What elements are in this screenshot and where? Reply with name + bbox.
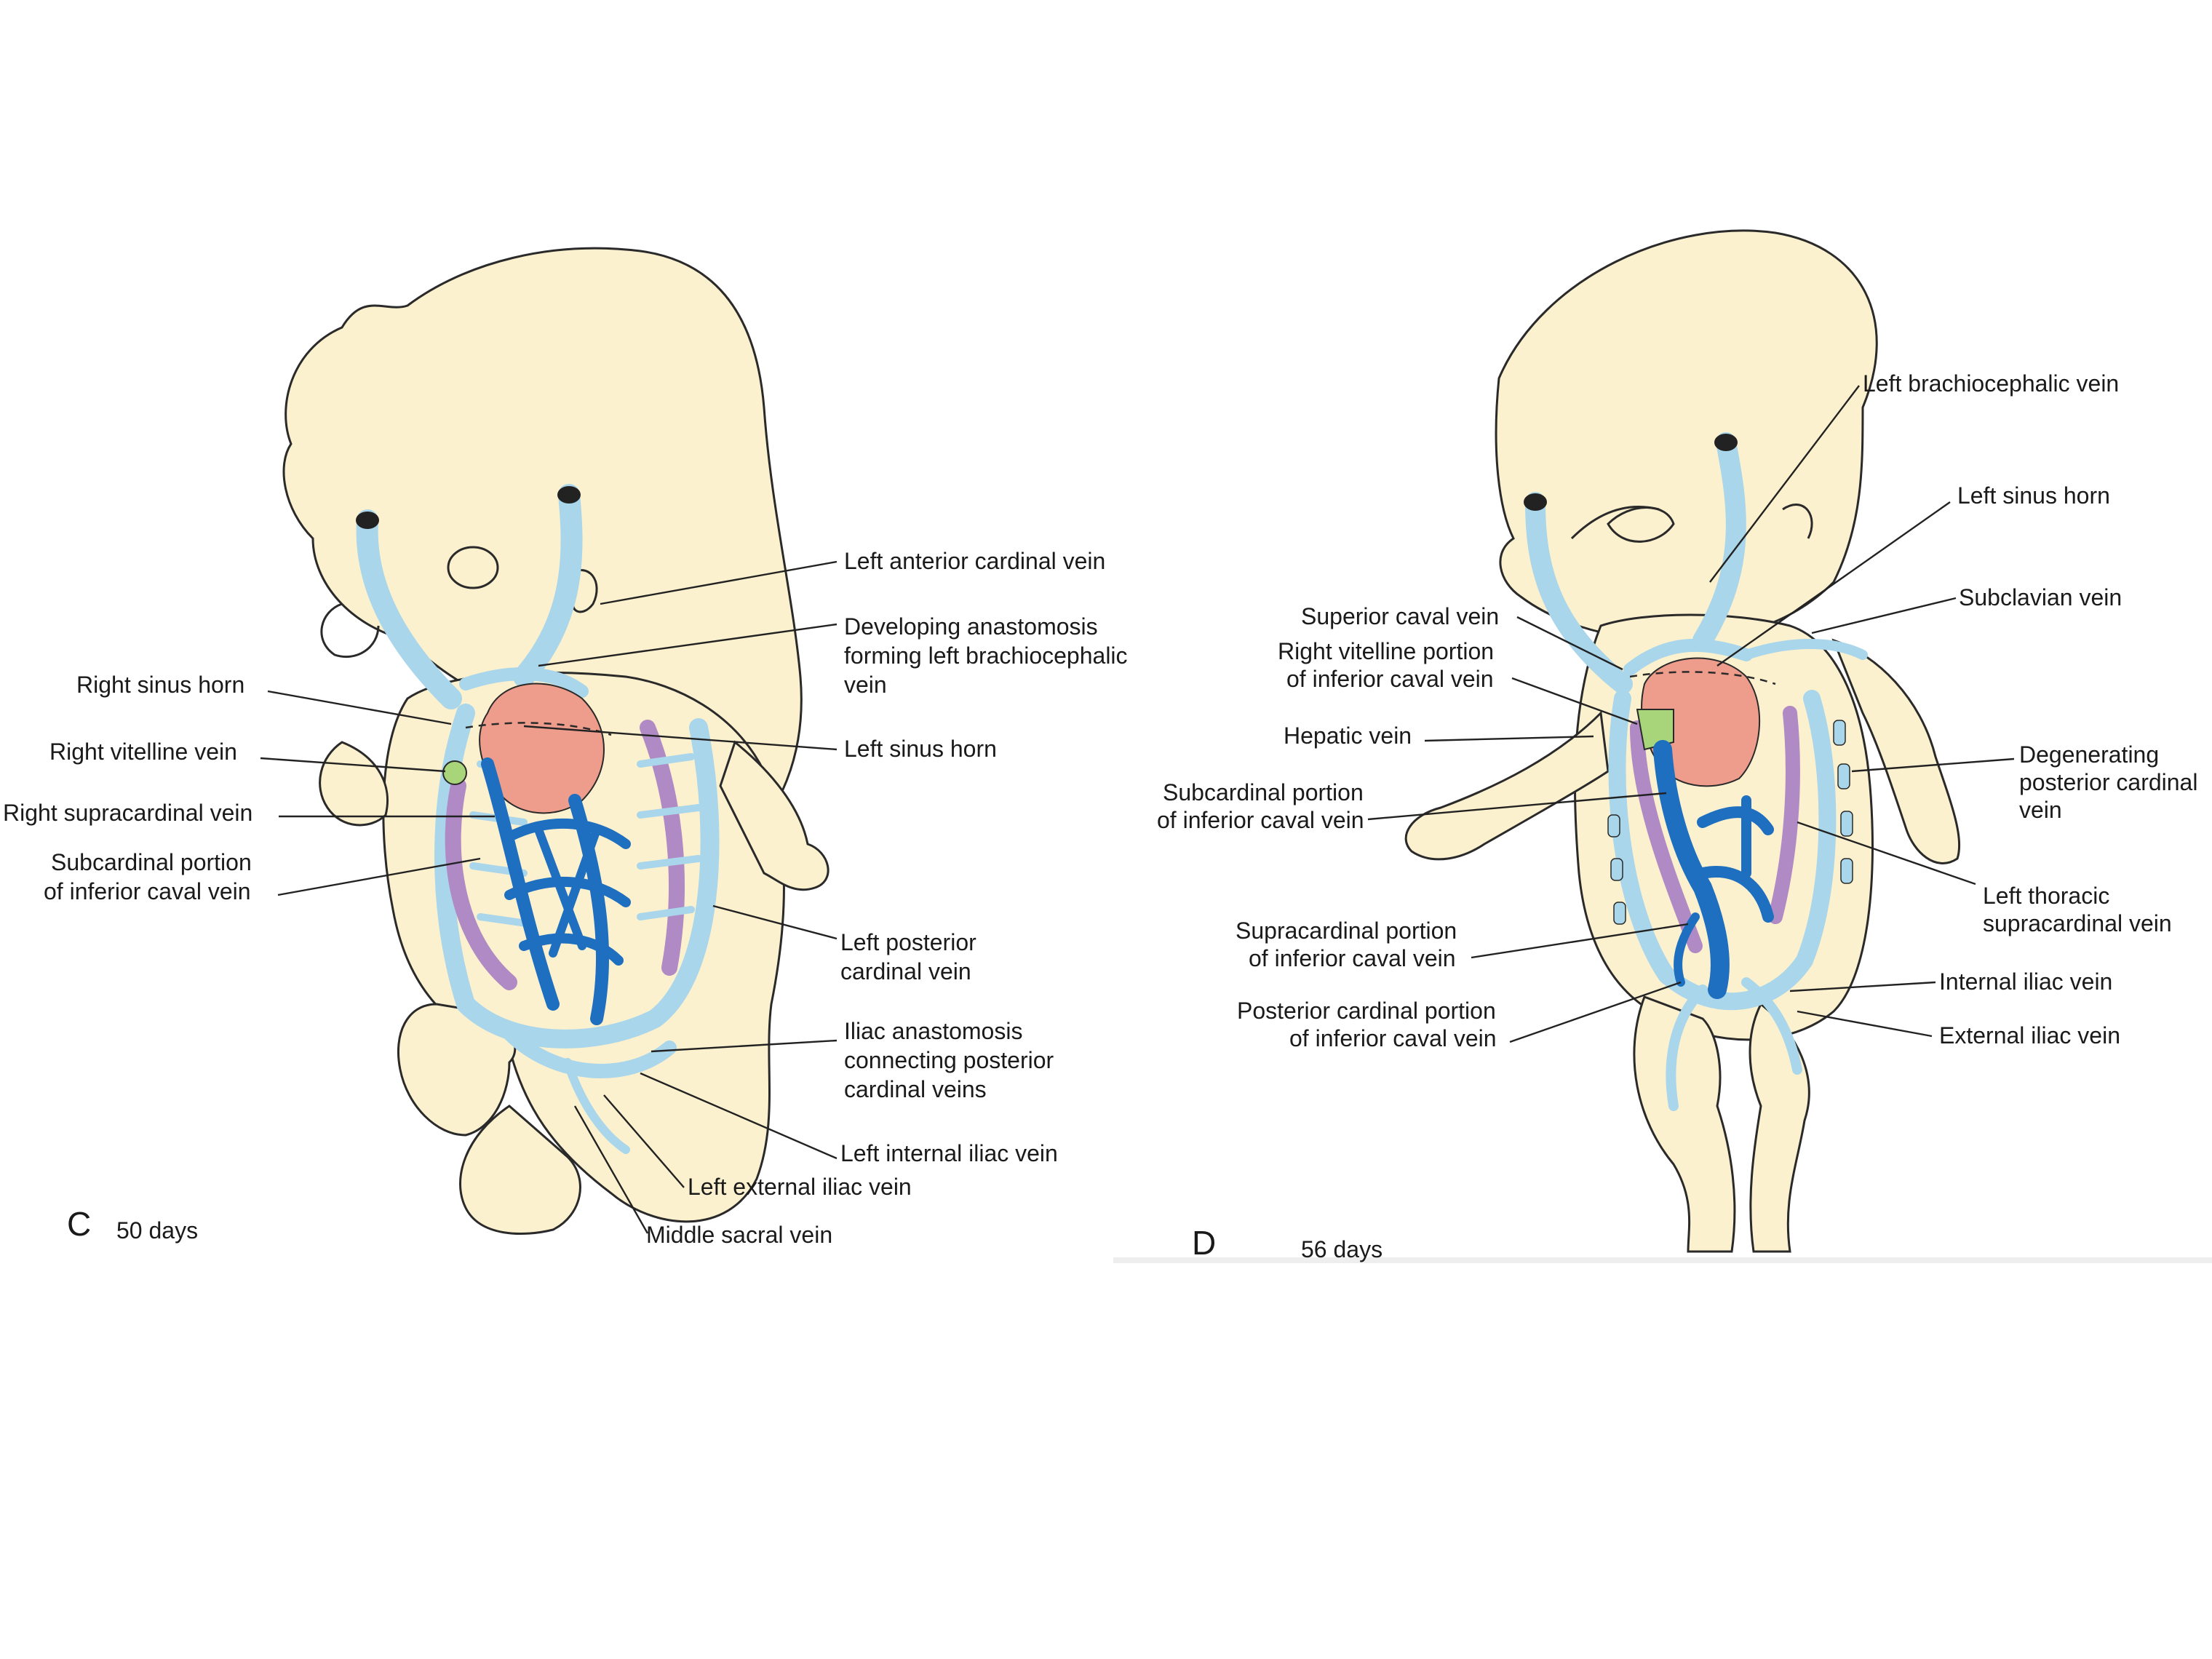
panel-c-leader-lines [260, 560, 838, 1234]
panel-d-subclavian-vein [1741, 639, 1868, 660]
panel-c-iliac-anastomosis [502, 1026, 677, 1078]
label-iliac-anastomosis: Iliac anastomosis [844, 1018, 1022, 1044]
panel-c-sinus-outline [465, 722, 612, 736]
panel-c-right-vitelline-vein [442, 760, 467, 785]
panel-d-age: 56 days [1301, 1236, 1382, 1262]
label-developing-anastomosis: vein [844, 672, 887, 698]
label-left-internal-iliac-vein: Left internal iliac vein [840, 1140, 1058, 1166]
label-hepatic-vein: Hepatic vein [1284, 723, 1412, 749]
label-supracardinal-portion: of inferior caval vein [1249, 945, 1456, 971]
label-iliac-anastomosis: cardinal veins [844, 1076, 987, 1102]
panel-d-degenerating-posterior-cardinal [1607, 720, 1853, 925]
panel-d-letter: D [1192, 1224, 1216, 1262]
panel-d-right-vitelline-portion [1636, 709, 1674, 751]
panel-d-embryo [1404, 229, 1961, 1253]
label-subcardinal-portion-d: Subcardinal portion [1163, 779, 1364, 805]
panel-c-vessel-opening [557, 486, 581, 504]
panel-d-labels: Left brachiocephalic vein Left sinus hor… [1157, 370, 2197, 1262]
panel-d-left-arm [1831, 638, 1961, 864]
label-iliac-anastomosis: connecting posterior [844, 1047, 1054, 1073]
panel-d-eye [1607, 506, 1675, 543]
panel-c-age: 50 days [116, 1217, 198, 1244]
panel-c-subcardinal-network [481, 757, 631, 1025]
label-left-posterior-cardinal-vein: Left posterior [840, 929, 976, 955]
label-right-sinus-horn: Right sinus horn [76, 672, 244, 698]
label-internal-iliac-vein: Internal iliac vein [1939, 968, 2112, 995]
panel-c-left-anterior-cardinal-vein [513, 484, 583, 688]
label-left-sinus-horn-d: Left sinus horn [1957, 482, 2110, 509]
label-middle-sacral-vein: Middle sacral vein [646, 1222, 832, 1248]
panel-d-left-thoracic-supracardinal-vein [1768, 706, 1800, 924]
label-right-vitelline-portion: Right vitelline portion [1278, 638, 1494, 664]
label-left-thoracic-supracardinal-vein: supracardinal vein [1983, 910, 2172, 936]
panel-d-leader-lines [1367, 385, 2015, 1043]
panel-d-head [1495, 229, 1878, 642]
label-superior-caval-vein: Superior caval vein [1301, 603, 1499, 629]
label-subcardinal-portion: Subcardinal portion [51, 849, 252, 875]
label-left-thoracic-supracardinal-vein: Left thoracic [1983, 883, 2109, 909]
panel-c-labels: Left anterior cardinal vein Developing a… [3, 548, 1128, 1248]
panel-d-right-leg [1633, 995, 1736, 1253]
label-degenerating-posterior-cardinal-vein: Degenerating [2019, 741, 2159, 768]
panel-d-vessel-opening [1524, 493, 1547, 511]
panel-c-eye [447, 546, 499, 589]
label-right-supracardinal-vein: Right supracardinal vein [3, 800, 252, 826]
label-degenerating-posterior-cardinal-vein: posterior cardinal [2019, 769, 2197, 795]
label-external-iliac-vein: External iliac vein [1939, 1022, 2120, 1049]
panel-c-right-anterior-cardinal-vein [356, 509, 462, 709]
panel-d-brow [1570, 505, 1660, 540]
label-developing-anastomosis: Developing anastomosis [844, 613, 1098, 640]
label-left-external-iliac-vein: Left external iliac vein [688, 1174, 912, 1200]
label-degenerating-posterior-cardinal-vein: vein [2019, 797, 2062, 823]
label-posterior-cardinal-portion: Posterior cardinal portion [1237, 998, 1496, 1024]
panel-c-tail [459, 1105, 581, 1236]
label-left-posterior-cardinal-vein: cardinal vein [840, 958, 971, 984]
panel-c-face [320, 602, 380, 659]
label-subcardinal-portion: of inferior caval vein [44, 878, 251, 904]
label-left-brachiocephalic-vein: Left brachiocephalic vein [1863, 370, 2119, 397]
label-right-vitelline-portion: of inferior caval vein [1286, 666, 1494, 692]
panel-c-embryo [282, 247, 830, 1236]
label-subcardinal-portion-d: of inferior caval vein [1157, 807, 1364, 833]
panel-c-arm [719, 740, 830, 891]
label-subclavian-vein: Subclavian vein [1959, 584, 2122, 610]
panel-d-left-leg [1748, 1002, 1810, 1253]
panel-d-ear [1782, 504, 1813, 539]
panel-c-middle-sacral-vein [563, 1058, 630, 1154]
panel-c-letter: C [67, 1205, 91, 1243]
panel-d-superior-caval-vein [1525, 492, 1633, 694]
panel-c-left-supracardinal-vein [640, 720, 685, 976]
panel-c-ear [567, 569, 598, 613]
panel-d-sinus-outline [1629, 671, 1776, 685]
panel-c-hand [319, 741, 389, 827]
label-posterior-cardinal-portion: of inferior caval vein [1289, 1025, 1497, 1051]
panel-d-right-supracardinal [1630, 720, 1703, 953]
label-left-anterior-cardinal-vein: Left anterior cardinal vein [844, 548, 1105, 574]
label-left-sinus-horn: Left sinus horn [844, 736, 997, 762]
panel-d-posterior-cardinal-frame [1608, 690, 1837, 1011]
panel-d-right-arm [1404, 710, 1610, 861]
panel-d-left-brachiocephalic-vein [1623, 638, 1753, 676]
panel-d-inferior-caval-vein [1653, 740, 1774, 999]
label-right-vitelline-vein: Right vitelline vein [49, 739, 237, 765]
panel-c-developing-anastomosis [459, 667, 589, 698]
panel-d-vessel-opening [1714, 434, 1738, 451]
panel-d-right-iliac [1666, 984, 1708, 1111]
label-supracardinal-portion: Supracardinal portion [1236, 918, 1457, 944]
panel-c-posterior-cardinal-frame [434, 704, 720, 1049]
label-developing-anastomosis: forming left brachiocephalic [844, 642, 1128, 669]
panel-d-left-iliac [1741, 977, 1802, 1075]
panel-c-right-supracardinal-vein [445, 778, 517, 990]
panel-d-left-anterior-cardinal [1692, 432, 1746, 651]
panel-d-bottom-strip [1113, 1257, 2212, 1263]
panel-c-vessel-opening [356, 512, 379, 529]
